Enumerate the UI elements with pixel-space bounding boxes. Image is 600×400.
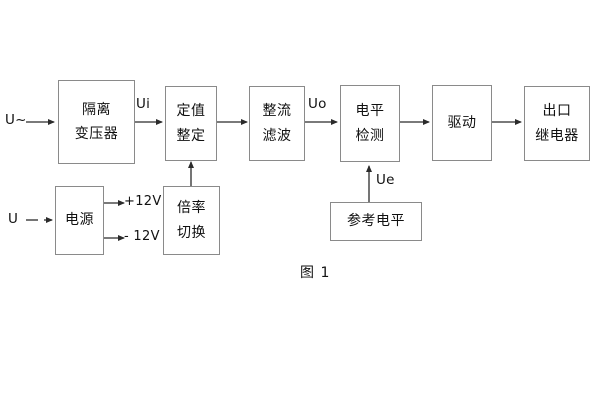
block-rectify-filter: 整流 滤波 <box>249 86 305 161</box>
block-output-relay-line-2: 继电器 <box>535 127 579 144</box>
label-uo: Uo <box>308 96 327 112</box>
figure-caption: 图 1 <box>300 265 331 281</box>
block-setting-value-line-1: 定值 <box>176 103 206 119</box>
block-output-relay: 出口 继电器 <box>524 86 590 161</box>
block-level-detect-line-2: 检测 <box>355 127 385 144</box>
block-multiplier-switch-line-2: 切换 <box>177 224 206 241</box>
block-isolation-transformer: 隔离 变压器 <box>58 80 135 164</box>
block-output-relay-line-1: 出口 <box>542 103 572 119</box>
block-drive: 驱动 <box>432 85 492 161</box>
block-level-detect: 电平 检测 <box>340 85 400 162</box>
label-input-dc: U <box>8 211 19 227</box>
block-power-supply-line-1: 电源 <box>65 212 94 229</box>
label-ui: Ui <box>136 96 151 112</box>
block-isolation-transformer-line-2: 变压器 <box>74 126 119 142</box>
label-minus-12v: - 12V <box>124 229 160 244</box>
block-reference-level: 参考电平 <box>330 202 422 241</box>
label-ue: Ue <box>376 172 395 188</box>
block-reference-level-line-1: 参考电平 <box>347 213 405 230</box>
block-power-supply: 电源 <box>55 186 104 255</box>
block-setting-value-line-2: 整定 <box>176 127 206 144</box>
label-plus-12v: +12V <box>124 194 162 209</box>
block-rectify-filter-line-1: 整流 <box>262 103 292 119</box>
label-input-ac: U~ <box>5 112 27 128</box>
block-isolation-transformer-line-1: 隔离 <box>82 101 111 118</box>
block-multiplier-switch: 倍率 切换 <box>163 186 220 255</box>
block-rectify-filter-line-2: 滤波 <box>262 127 292 144</box>
block-drive-line-1: 驱动 <box>447 114 477 131</box>
block-setting-value: 定值 整定 <box>165 86 217 161</box>
block-multiplier-switch-line-1: 倍率 <box>177 200 206 216</box>
block-level-detect-line-1: 电平 <box>355 103 385 119</box>
